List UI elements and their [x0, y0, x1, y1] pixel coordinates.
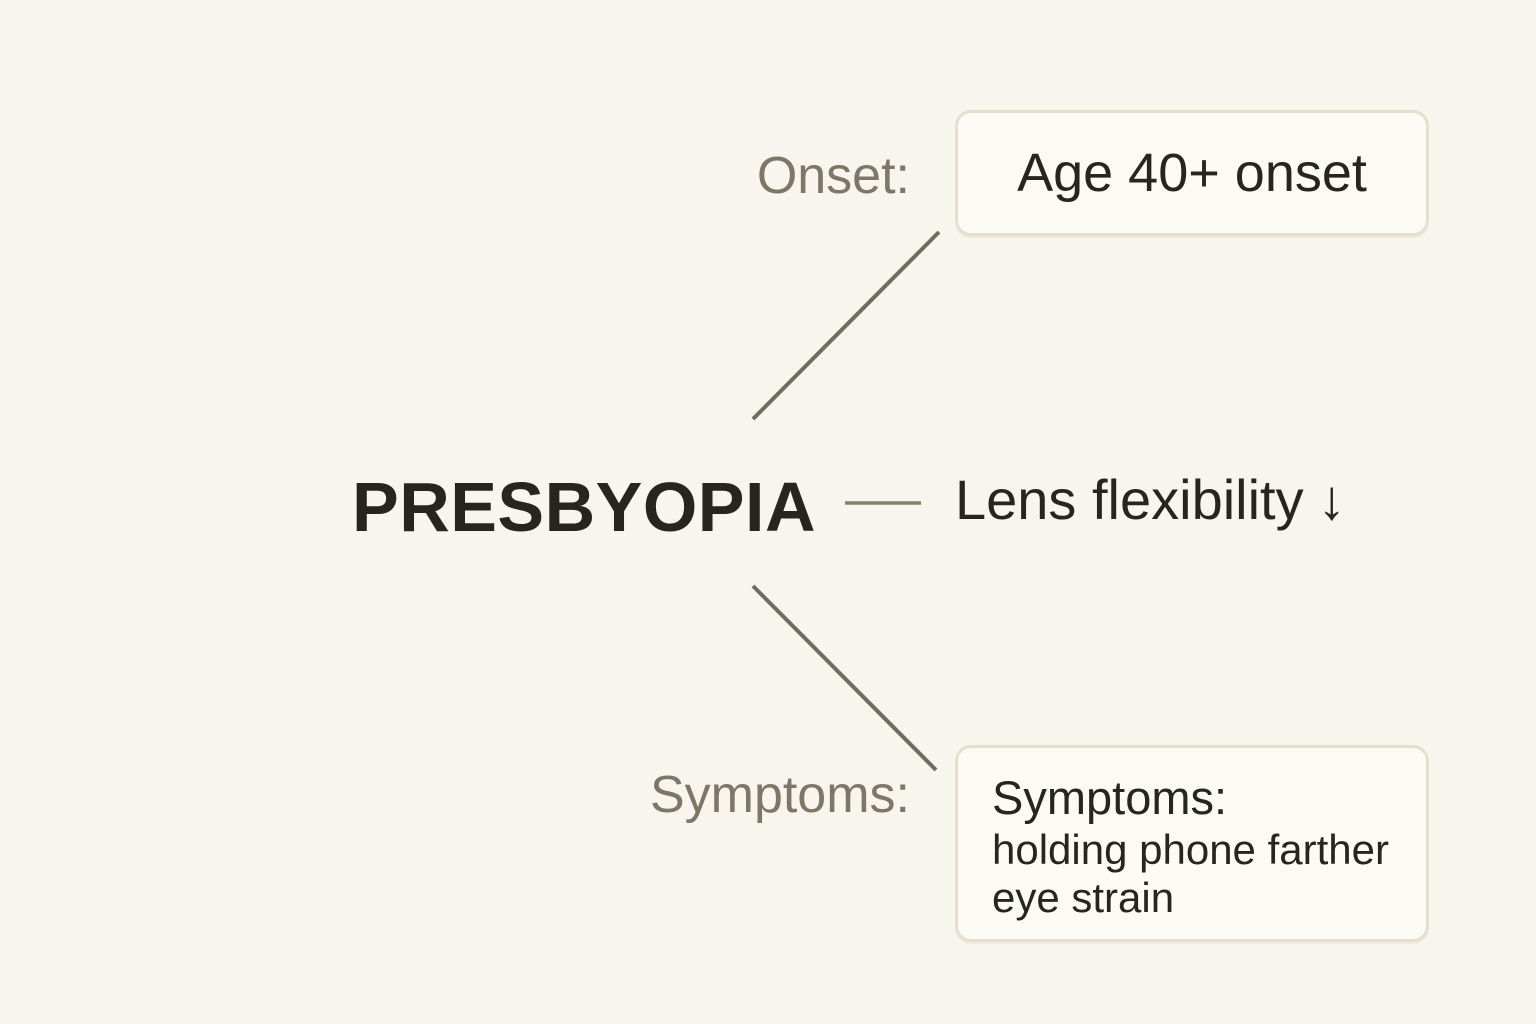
diagram-title: PRESBYOPIA [352, 468, 816, 546]
symptoms-label: Symptoms: [649, 766, 910, 824]
symptoms-box: Symptoms: holding phone farther eye stra… [955, 745, 1429, 942]
symptoms-box-title: Symptoms: [992, 771, 1228, 824]
connector-onset-line [751, 230, 941, 421]
definition-text: Lens flexibility ↓ [955, 472, 1346, 528]
onset-box-text: Age 40+ onset [1017, 143, 1367, 203]
onset-label: Onset: [756, 147, 910, 205]
onset-box: Age 40+ onset [955, 110, 1429, 236]
symptom-line: eye strain [992, 874, 1175, 921]
connector-symptoms-line [751, 584, 938, 772]
symptom-line: holding phone farther [992, 826, 1389, 873]
definition-label: Lens flexibility [955, 468, 1304, 531]
down-arrow-icon: ↓ [1317, 468, 1346, 531]
